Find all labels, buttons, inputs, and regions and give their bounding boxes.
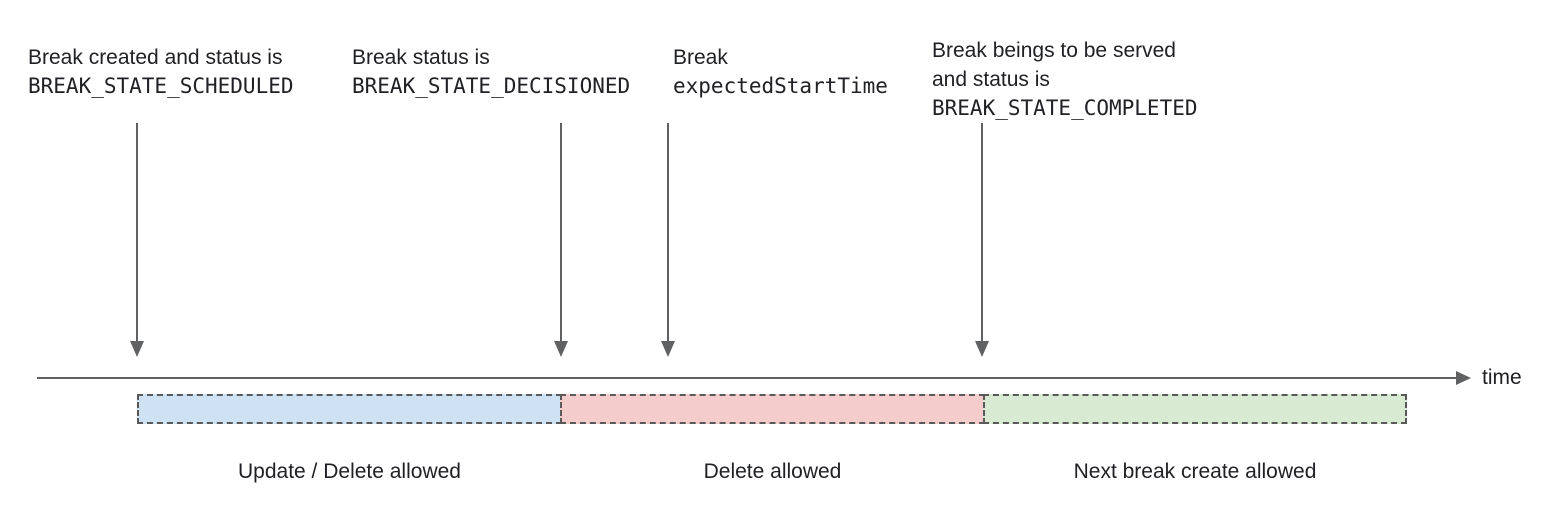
segment-next-break-create-allowed (983, 394, 1407, 424)
annotation-text-line: Break status is (352, 46, 490, 69)
arrow-head-icon (554, 341, 568, 357)
segment-delete-allowed (560, 394, 985, 424)
arrow-shaft (981, 123, 983, 341)
arrow-shaft (136, 123, 138, 341)
annotation-code: BREAK_STATE_SCHEDULED (28, 74, 294, 98)
segment-update-delete-allowed (137, 394, 562, 424)
segment-label-delete: Delete allowed (703, 460, 842, 483)
annotation-code: BREAK_STATE_COMPLETED (932, 96, 1198, 120)
segment-label-next-break-create: Next break create allowed (1073, 460, 1317, 483)
annotation-text-line: and status is (932, 68, 1050, 91)
segment-label-update-delete: Update / Delete allowed (238, 460, 461, 483)
annotation-text-line: Break (673, 46, 728, 69)
annotation-break-scheduled: Break created and status is BREAK_STATE_… (28, 43, 294, 101)
arrow-head-icon (975, 341, 989, 357)
arrow-head-icon (130, 341, 144, 357)
annotation-text-line: Break created and status is (28, 46, 283, 69)
time-axis-arrowhead-icon (1456, 371, 1471, 385)
annotation-code: BREAK_STATE_DECISIONED (352, 74, 631, 98)
arrow-shaft (560, 123, 562, 341)
annotation-text-line: Break beings to be served (932, 39, 1176, 62)
annotation-code: expectedStartTime (673, 74, 888, 98)
arrow-shaft (667, 123, 669, 341)
arrow-head-icon (661, 341, 675, 357)
annotation-break-decisioned: Break status is BREAK_STATE_DECISIONED (352, 43, 630, 101)
annotation-break-completed: Break beings to be served and status is … (932, 36, 1198, 123)
annotation-expected-start-time: Break expectedStartTime (673, 43, 888, 101)
time-axis-line (37, 377, 1457, 379)
time-axis-label: time (1482, 366, 1522, 389)
